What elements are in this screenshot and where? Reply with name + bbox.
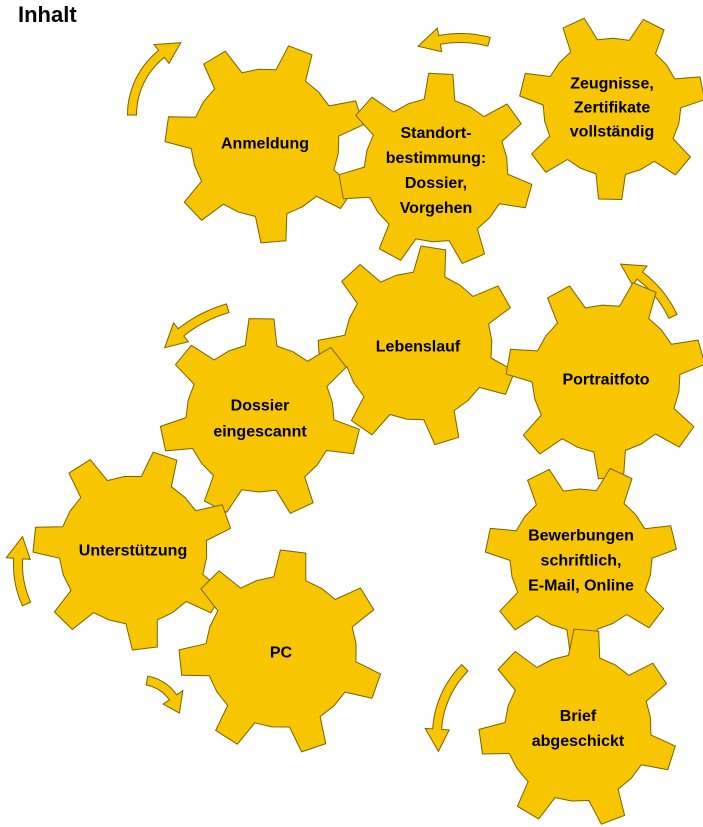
- gear-bewerbungen-label: E-Mail, Online: [528, 578, 634, 595]
- arrow-standort-icon: [416, 27, 491, 53]
- gear-lebenslauf: Lebenslauf: [317, 245, 516, 446]
- gear-standort-shape: [338, 72, 533, 264]
- gear-pc-label: PC: [270, 645, 293, 662]
- gear-standort: Standort-bestimmung: Dossier, Vorgehen: [338, 72, 533, 264]
- gear-unterstuetzung-label: Unterstützung: [79, 543, 187, 560]
- gear-dossier-label: Dossier: [231, 398, 290, 415]
- gear-bewerbungen-label: schriftlich,: [541, 553, 622, 570]
- gear-brief-shape: [478, 628, 676, 825]
- gear-unterstuetzung-shape: [32, 451, 232, 651]
- gear-anmeldung: Anmeldung: [164, 45, 364, 244]
- gear-portraitfoto-shape: [505, 282, 703, 480]
- gear-bewerbungen: Bewerbungen schriftlich, E-Mail, Online: [484, 468, 677, 656]
- gear-zeugnisse-shape: [519, 17, 703, 200]
- gear-portraitfoto: Portraitfoto: [505, 282, 703, 480]
- arrow-dossier-icon: [163, 303, 230, 349]
- gear-dossier: Dossier eingescannt: [159, 318, 360, 514]
- gear-zeugnisse: Zeugnisse, Zertifikate vollständig: [519, 17, 703, 200]
- arrow-brief-icon: [424, 663, 469, 753]
- gear-unterstuetzung: Unterstützung: [32, 451, 232, 651]
- arrow-unterstuetzung-icon: [5, 535, 32, 607]
- gear-portraitfoto-label: Portraitfoto: [562, 372, 649, 389]
- gear-bewerbungen-label: Bewerbungen: [528, 528, 634, 545]
- gear-dossier-shape: [159, 318, 360, 514]
- gear-anmeldung-label: Anmeldung: [221, 136, 309, 153]
- gear-bewerbungen-shape: [484, 468, 677, 656]
- gear-standort-label: Standort-: [400, 125, 471, 142]
- gear-anmeldung-shape: [164, 45, 364, 244]
- arrow-portrait-icon: [619, 263, 678, 319]
- gear-dossier-label: eingescannt: [213, 424, 307, 441]
- gear-standort-label: Vorgehen: [400, 200, 473, 217]
- gear-pc: PC: [178, 549, 382, 753]
- gear-standort-label: bestimmung:: [386, 150, 486, 167]
- page-title: Inhalt: [18, 2, 77, 27]
- gear-pc-shape: [178, 549, 382, 753]
- gear-zeugnisse-label: Zertifikate: [574, 100, 651, 117]
- gear-zeugnisse-label: vollständig: [570, 124, 654, 141]
- gear-brief-label: Brief: [560, 708, 597, 725]
- gear-standort-label: Dossier,: [405, 175, 467, 192]
- arrow-pc-icon: [145, 675, 184, 714]
- arrow-anmeldung-icon: [126, 42, 182, 116]
- gear-brief-label: abgeschickt: [532, 733, 625, 750]
- gear-lebenslauf-label: Lebenslauf: [376, 339, 461, 356]
- gear-zeugnisse-label: Zeugnisse,: [570, 76, 654, 93]
- gear-brief: Brief abgeschickt: [478, 628, 676, 825]
- gear-lebenslauf-shape: [317, 245, 516, 446]
